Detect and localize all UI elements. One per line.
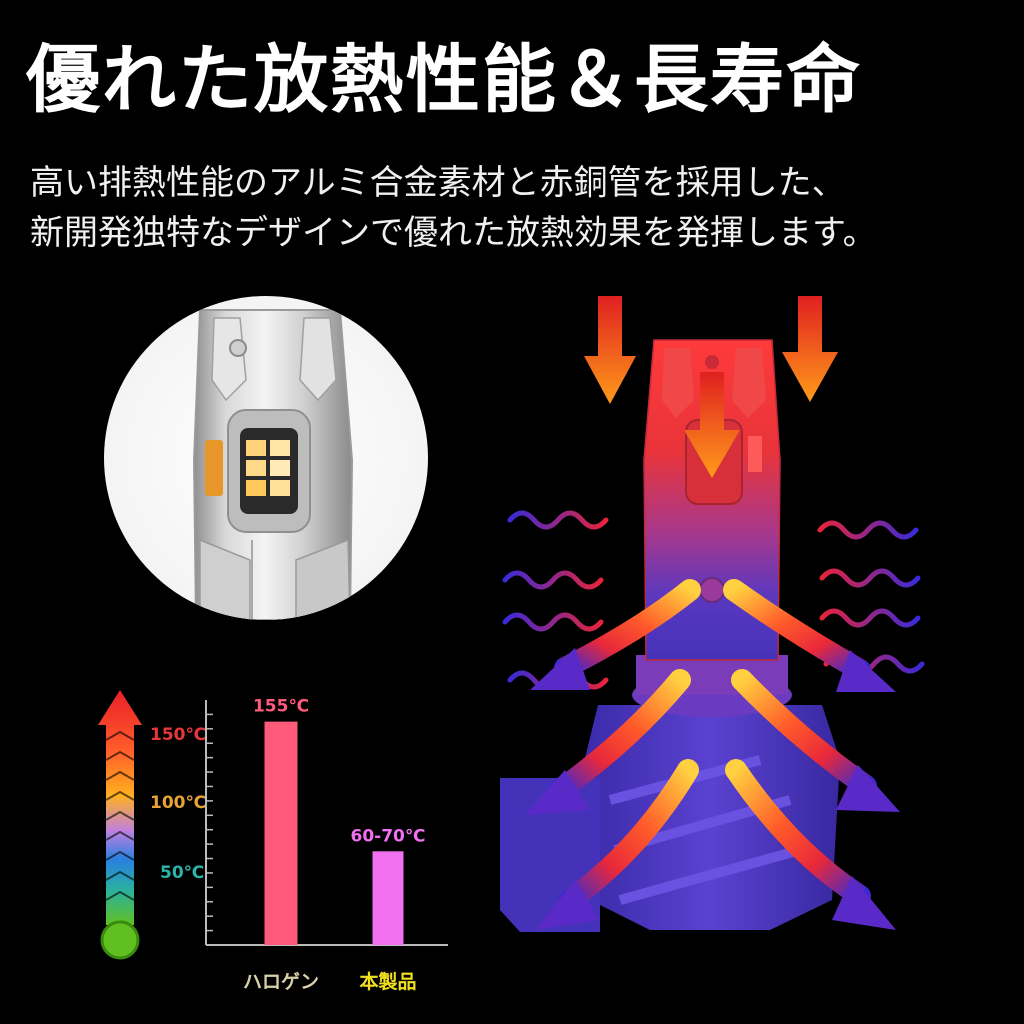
dissipation-arrows xyxy=(525,579,900,930)
tick-label-150: 150℃ xyxy=(150,725,206,745)
description-line-1: 高い排熱性能のアルミ合金素材と赤銅管を採用した、 xyxy=(30,163,846,203)
category-label-2: 本製品 xyxy=(359,970,416,993)
tick-label-50: 50℃ xyxy=(160,863,204,883)
thermometer xyxy=(98,690,142,960)
headline: 優れた放熱性能＆長寿命 xyxy=(26,37,862,123)
bar-value-label-2: 60-70℃ xyxy=(351,826,426,846)
chart-axis-ticks xyxy=(206,713,213,932)
chart-bars: 155℃ ハロゲン 60-70℃ 本製品 xyxy=(243,697,425,993)
bar-value-label-1: 155℃ xyxy=(253,697,309,717)
bulb-heatsink-body xyxy=(643,339,781,661)
bar-2 xyxy=(372,851,404,945)
incoming-heat-arrows xyxy=(584,296,838,478)
tick-label-100: 100℃ xyxy=(150,793,206,813)
category-label-1: ハロゲン xyxy=(243,971,319,993)
description-line-2: 新開発独特なデザインで優れた放熱効果を発揮します。 xyxy=(30,213,877,253)
bar-1 xyxy=(264,721,298,945)
